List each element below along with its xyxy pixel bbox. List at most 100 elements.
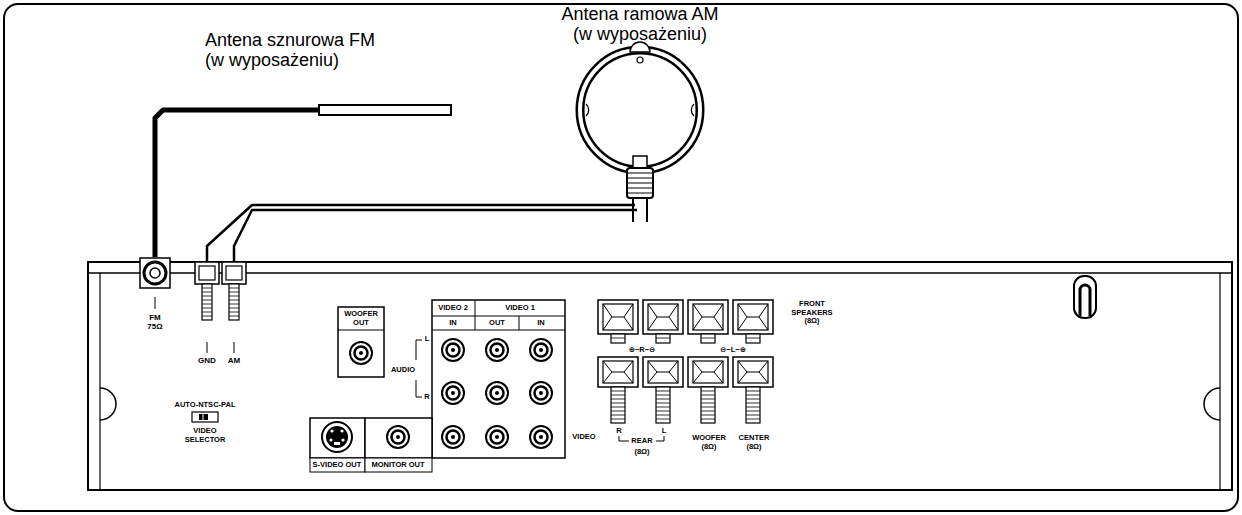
stand-ridge <box>627 173 653 174</box>
rca-jack-pin <box>539 435 543 439</box>
stem-ridge <box>746 415 760 416</box>
rca-jack-pin <box>495 435 499 439</box>
rca-jack <box>486 426 508 448</box>
rca-jack-pin <box>495 391 499 395</box>
rca-jack-pin <box>359 351 363 355</box>
stem-ridge <box>746 403 760 404</box>
selector-knob <box>199 414 208 420</box>
stem-ridge <box>229 288 239 289</box>
stem-ridge <box>229 296 239 297</box>
rear-bracket <box>619 436 629 441</box>
rca-jack-ring <box>355 347 368 360</box>
rca-jack-ring <box>535 344 548 357</box>
terminal-stem <box>611 387 625 423</box>
terminal-lever <box>199 266 215 280</box>
power-cord <box>1080 285 1090 316</box>
terminal-housing <box>222 262 246 284</box>
rca-jack <box>387 426 409 448</box>
speaker-terminal <box>598 357 638 387</box>
fm-wire-antenna: Antena sznurowa FM (w wyposażeniu) <box>318 104 452 116</box>
stem-ridge <box>202 288 212 289</box>
stem-ridge <box>656 411 670 412</box>
antenna-lead <box>234 210 555 262</box>
terminal-lever <box>648 361 678 383</box>
loop-ring-inner <box>580 50 700 170</box>
stem-ridge <box>701 391 715 392</box>
label-cell <box>310 458 365 472</box>
rca-jack-ring <box>491 344 504 357</box>
s-video-box <box>310 418 365 458</box>
antenna-terminal: AM <box>222 262 246 372</box>
chassis-side <box>1219 273 1220 490</box>
rca-jack-ring <box>447 431 460 444</box>
cell-line <box>338 330 384 331</box>
stem-ridge <box>202 296 212 297</box>
stem-ridge <box>611 399 625 400</box>
cell-line <box>475 300 476 330</box>
rca-jack <box>486 339 508 361</box>
panel-label: WOOFER (8Ω) <box>690 434 728 451</box>
rca-jack-ring <box>447 387 460 400</box>
stem-ridge <box>746 395 760 396</box>
cell-line <box>432 316 565 317</box>
stem-ridge <box>656 338 670 339</box>
terminal-housing <box>195 262 219 284</box>
jack-plate <box>140 258 170 288</box>
terminal-lever <box>738 361 768 383</box>
rca-jack-pin <box>539 391 543 395</box>
stem-ridge <box>746 411 760 412</box>
speaker-terminal <box>643 300 683 334</box>
stem-ridge <box>611 391 625 392</box>
rca-jack-pin <box>451 435 455 439</box>
stem-ridge <box>202 300 212 301</box>
speaker-terminal <box>598 300 638 334</box>
cord-grommet <box>1074 276 1096 318</box>
rca-jack <box>350 342 372 364</box>
label-cell <box>365 458 432 472</box>
stem-ridge <box>202 292 212 293</box>
stem-ridge <box>701 399 715 400</box>
stand-ridge <box>627 193 653 194</box>
panel-label: VIDEO 2 <box>438 304 468 313</box>
terminal-lever <box>603 361 633 383</box>
panel-label: IN <box>537 319 545 328</box>
stem-ridge <box>202 316 212 317</box>
terminal-lever-edge <box>603 361 633 383</box>
speaker-terminal <box>643 357 683 387</box>
panel-label: WOOFER OUT <box>341 310 381 327</box>
stand-ridge <box>627 178 653 179</box>
am-loop-antenna: Antena ramowa AM (w wyposażeniu) <box>555 0 725 232</box>
panel-label: (8Ω) <box>634 448 649 457</box>
panel-label: AUTO-NTSC-PAL <box>175 401 236 410</box>
s-video-pin <box>329 438 332 441</box>
mount-notch <box>100 388 116 420</box>
terminal-stem <box>611 334 625 343</box>
am-lead-wire <box>555 205 637 210</box>
stem-ridge <box>746 419 760 420</box>
stem-ridge <box>656 415 670 416</box>
stem-ridge <box>746 391 760 392</box>
stem-ridge <box>229 316 239 317</box>
terminal-lever <box>226 266 242 280</box>
fm-antenna-jack: FM 75Ω <box>139 257 171 339</box>
panel-label: REAR <box>631 437 652 446</box>
panel-label: OUT <box>489 319 505 328</box>
stand-ridge <box>627 183 653 184</box>
stem-ridge <box>701 395 715 396</box>
rca-jack <box>442 382 464 404</box>
panel-label: VIDEO 1 <box>505 304 535 313</box>
panel-label: L <box>425 335 430 344</box>
stem-ridge <box>746 399 760 400</box>
panel-label: FRONT SPEAKERS (8Ω) <box>786 300 838 326</box>
rca-jack-pin <box>539 348 543 352</box>
stem-ridge <box>611 415 625 416</box>
panel-label: CENTER (8Ω) <box>735 434 773 451</box>
rca-jack-ring <box>535 431 548 444</box>
terminal-stem <box>701 334 715 343</box>
rca-jack <box>530 382 552 404</box>
page-frame <box>4 4 1238 511</box>
tick-mark <box>234 342 235 353</box>
rear-bracket <box>656 436 664 441</box>
stem-ridge <box>229 304 239 305</box>
monitor-box <box>365 418 432 458</box>
